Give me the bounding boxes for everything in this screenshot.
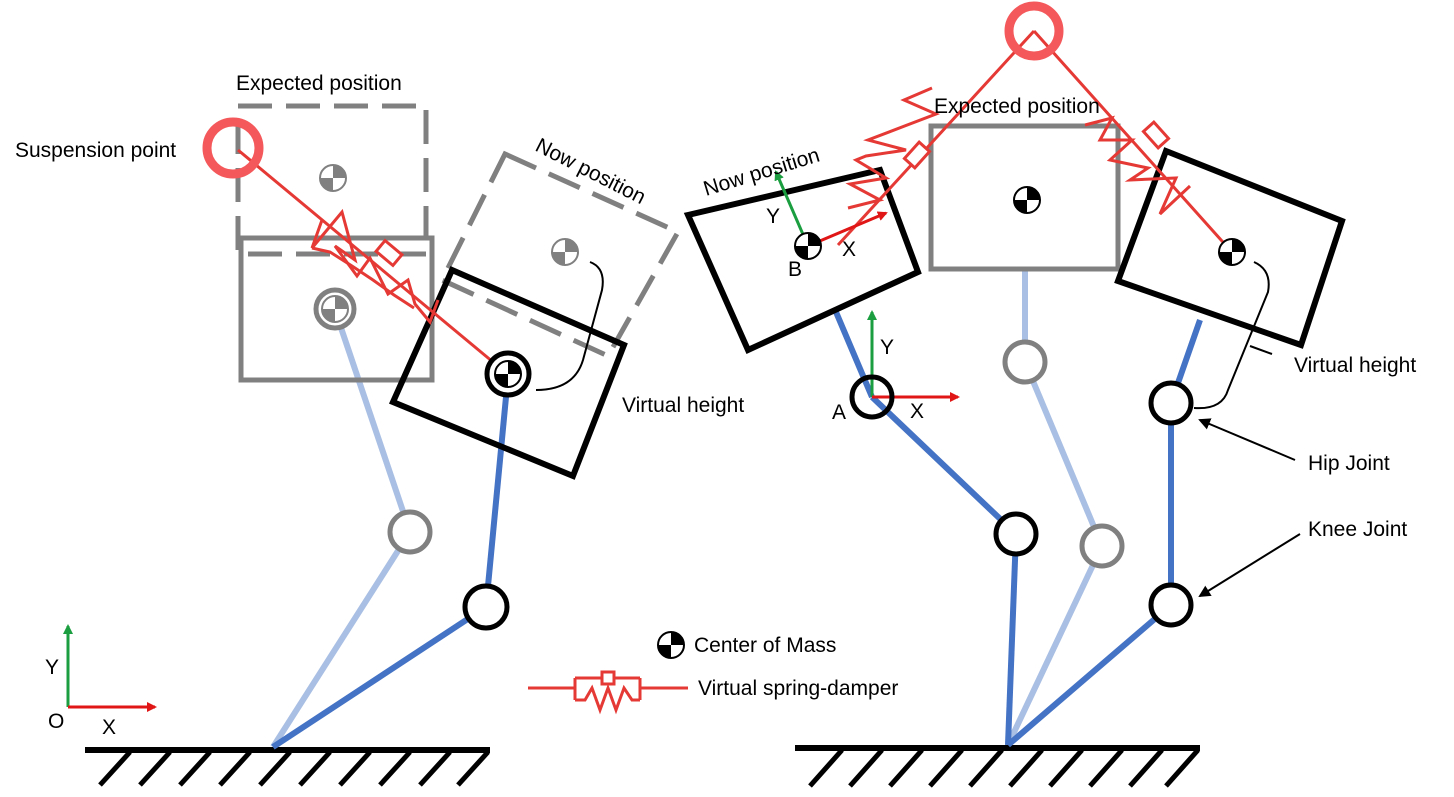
left-suspension-point xyxy=(202,117,264,179)
right-expected-body xyxy=(928,123,1121,272)
hip-joint-pointer xyxy=(1198,418,1296,461)
left-now-position-label: Now position xyxy=(532,134,650,209)
right-spring-zigzag-right xyxy=(1084,115,1192,216)
right-active-legs xyxy=(833,310,1203,748)
world-origin-label: O xyxy=(48,710,64,733)
right-virtual-height-label: Virtual height xyxy=(1294,354,1416,377)
point-a-label: A xyxy=(832,401,846,424)
left-virtual-height-label: Virtual height xyxy=(622,394,744,417)
left-now-com-icon xyxy=(551,238,579,266)
hip-frame-x-label: X xyxy=(910,400,924,423)
left-now-body xyxy=(388,266,628,480)
right-suspension-point xyxy=(1004,1,1064,61)
left-active-knee-joint xyxy=(462,583,510,631)
left-spring-zigzag xyxy=(310,208,440,325)
right-now-body-right xyxy=(1114,147,1346,349)
right-expected-position-label: Expected position xyxy=(934,95,1100,118)
right-ghost-knee-joint xyxy=(1079,523,1125,569)
legend-com-label: Center of Mass xyxy=(694,634,836,657)
knee-joint-label: Knee Joint xyxy=(1308,518,1407,541)
left-active-hip-joint xyxy=(484,350,532,398)
legend-spring-damper-icon xyxy=(528,670,688,715)
right-hip-joint-a xyxy=(849,374,895,420)
left-ghost-knee-joint xyxy=(387,509,433,555)
left-ground xyxy=(85,747,490,787)
right-knee-joint-right xyxy=(1148,582,1194,628)
body-frame-x-label: X xyxy=(842,238,856,261)
right-spring-line-left xyxy=(836,29,1036,247)
knee-joint-pointer xyxy=(1198,533,1301,598)
hip-joint-label: Hip Joint xyxy=(1308,452,1390,475)
right-ghost-hip-joint xyxy=(1002,339,1048,385)
right-virtual-height-marker xyxy=(1193,261,1270,410)
right-figure: Y X B Y X A Expected position Now positi… xyxy=(683,1,1416,788)
right-now-body-left xyxy=(683,166,922,354)
left-expected-dashed-box xyxy=(235,103,429,257)
right-now-com-icon-right xyxy=(1218,238,1246,266)
left-expected-position-label: Expected position xyxy=(236,72,402,95)
legend: Center of Mass Virtual spring-damper xyxy=(528,631,898,715)
world-x-label: X xyxy=(102,716,116,739)
left-ghost-hip-joint xyxy=(313,287,357,331)
world-axes: Y O X xyxy=(45,624,157,739)
left-expected-com-icon xyxy=(319,164,347,192)
right-knee-joint-left xyxy=(993,511,1039,557)
left-active-leg xyxy=(271,375,511,750)
right-expected-com-icon xyxy=(1013,186,1041,214)
hip-frame-axes xyxy=(867,310,960,402)
right-spring-zigzag-left xyxy=(845,86,940,210)
world-y-label: Y xyxy=(45,656,59,679)
left-figure: Suspension point Expected position Now p… xyxy=(15,72,744,787)
left-suspension-point-label: Suspension point xyxy=(15,139,176,162)
left-ghost-leg xyxy=(270,309,413,749)
left-virtual-height-marker xyxy=(535,261,604,391)
hip-frame-y-label: Y xyxy=(880,336,894,359)
right-ground xyxy=(795,745,1200,788)
legend-spring-damper-label: Virtual spring-damper xyxy=(698,677,898,700)
right-hip-joint-right xyxy=(1148,380,1194,426)
body-frame-y-label: Y xyxy=(766,205,780,228)
right-now-com-icon-left xyxy=(794,232,822,260)
legend-com-icon xyxy=(657,631,685,659)
left-now-dashed-box xyxy=(438,150,682,360)
right-now-position-label: Now position xyxy=(701,144,823,201)
point-b-label: B xyxy=(788,258,802,281)
